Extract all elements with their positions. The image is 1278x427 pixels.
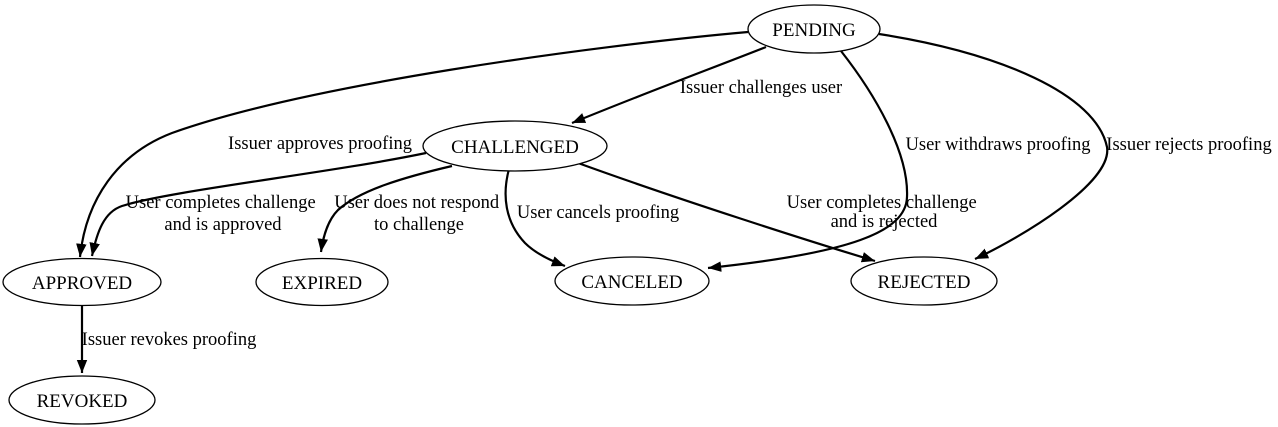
node-revoked-shape xyxy=(8,375,156,425)
node-approved: APPROVED xyxy=(2,257,162,307)
node-challenged-shape xyxy=(422,120,608,172)
node-revoked: REVOKED xyxy=(8,375,156,425)
edge-challenged-rejected-path xyxy=(577,161,876,263)
edge-challenged-rejected: User completes challenge and is rejected xyxy=(577,161,982,263)
node-expired-label: EXPIRED xyxy=(282,273,362,294)
edge-challenged-canceled-path xyxy=(504,168,566,268)
edge-pending-rejected-label: Issuer rejects proofing xyxy=(1106,135,1271,155)
node-canceled-shape xyxy=(554,256,710,306)
edge-pending-challenged-path xyxy=(571,45,767,125)
edge-challenged-approved-label: User completes challenge and is approved xyxy=(126,193,321,235)
node-pending-shape xyxy=(747,4,881,54)
node-canceled: CANCELED xyxy=(554,256,710,306)
edge-pending-canceled-path xyxy=(707,50,909,272)
edge-pending-rejected: Issuer rejects proofing xyxy=(878,32,1272,260)
edge-challenged-canceled-label: User cancels proofing xyxy=(517,203,679,223)
edge-challenged-approved-path xyxy=(89,151,427,257)
edge-pending-challenged-label: Issuer challenges user xyxy=(680,78,842,98)
edge-pending-approved: Issuer approves proofing xyxy=(76,30,749,258)
node-revoked-label: REVOKED xyxy=(37,391,128,412)
node-pending-label: PENDING xyxy=(772,20,856,41)
edge-pending-rejected-path xyxy=(878,32,1109,260)
node-expired: EXPIRED xyxy=(255,257,389,307)
edge-pending-challenged: Issuer challenges user xyxy=(571,45,842,125)
node-approved-label: APPROVED xyxy=(32,273,132,294)
edge-challenged-expired-label: User does not respond to challenge xyxy=(334,193,504,235)
node-challenged: CHALLENGED xyxy=(422,120,608,172)
node-rejected-label: REJECTED xyxy=(878,272,971,293)
edge-pending-approved-path xyxy=(76,30,749,258)
node-approved-shape xyxy=(2,257,162,307)
edge-approved-revoked: Issuer revokes proofing xyxy=(76,306,257,373)
edge-pending-canceled: User withdraws proofing xyxy=(707,50,1091,272)
node-canceled-label: CANCELED xyxy=(581,272,682,293)
node-rejected: REJECTED xyxy=(850,256,998,306)
node-expired-shape xyxy=(255,257,389,307)
node-challenged-label: CHALLENGED xyxy=(451,137,579,158)
node-pending: PENDING xyxy=(747,4,881,54)
edge-pending-canceled-label: User withdraws proofing xyxy=(906,135,1091,155)
edge-pending-approved-label: Issuer approves proofing xyxy=(228,134,412,154)
node-rejected-shape xyxy=(850,256,998,306)
edge-challenged-canceled: User cancels proofing xyxy=(504,168,679,268)
edge-challenged-expired: User does not respond to challenge xyxy=(317,164,504,253)
edge-challenged-expired-path xyxy=(317,164,453,253)
edge-challenged-rejected-label: User completes challenge and is rejected xyxy=(787,193,982,232)
edge-approved-revoked-label: Issuer revokes proofing xyxy=(82,330,257,350)
edge-challenged-approved: User completes challenge and is approved xyxy=(89,151,427,257)
